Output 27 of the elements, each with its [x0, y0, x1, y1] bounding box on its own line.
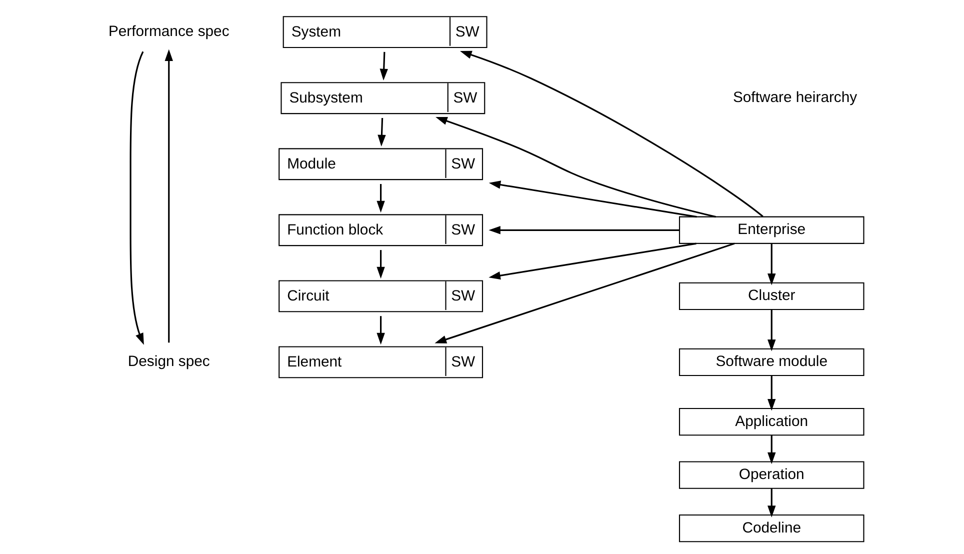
arrow: [488, 180, 696, 218]
arrow: [460, 50, 763, 218]
node-box: Software module: [678, 348, 864, 376]
label: Software heirarchy: [732, 90, 857, 106]
node-box: Enterprise: [678, 216, 864, 244]
arrow: [129, 51, 144, 345]
arrow: [767, 488, 776, 518]
arrow: [488, 242, 696, 280]
arrow: [767, 244, 776, 286]
arrow: [434, 242, 734, 344]
arrow: [767, 435, 776, 464]
arrow: [377, 118, 386, 147]
arrow: [376, 184, 384, 213]
arrow: [488, 226, 679, 234]
arrow: [767, 376, 776, 411]
arrow: [767, 310, 776, 352]
arrow: [164, 49, 172, 343]
arrow: [379, 52, 388, 81]
node-box: Codeline: [678, 514, 864, 542]
node-text: Performance spec: [108, 24, 229, 40]
node-box: Operation: [678, 461, 864, 489]
node-text: Design spec: [127, 354, 210, 370]
arrow: [376, 316, 384, 345]
node-box: Application: [678, 408, 864, 436]
arrow: [376, 250, 384, 279]
node-box: Cluster: [678, 282, 864, 310]
arrow: [435, 117, 716, 218]
